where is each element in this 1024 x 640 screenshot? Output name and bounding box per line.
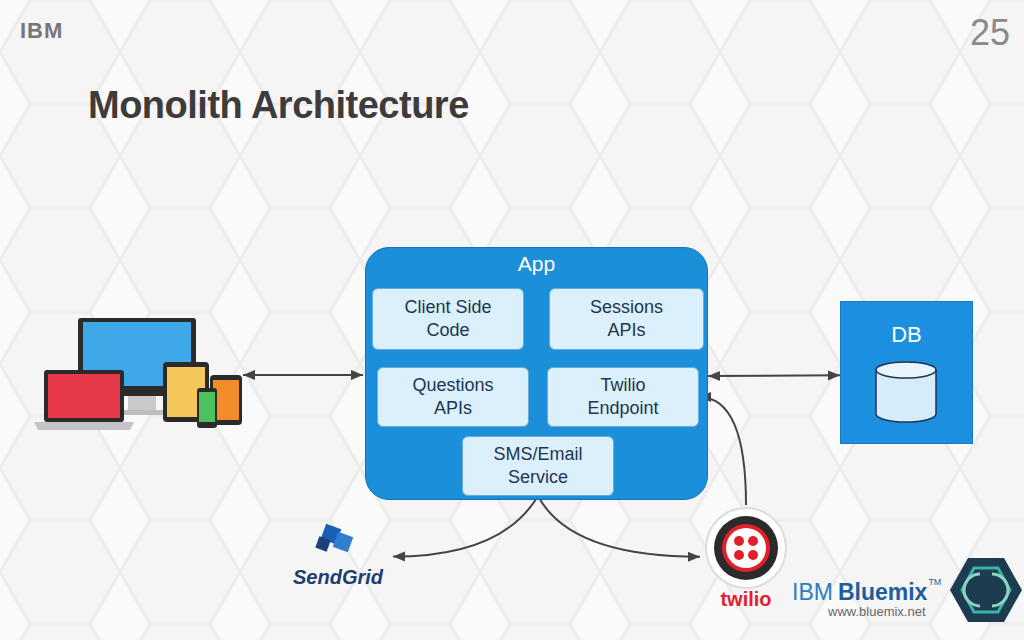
node-label: SMS/Email Service bbox=[484, 443, 592, 489]
slide-title: Monolith Architecture bbox=[88, 84, 469, 127]
service-logo: SendGrid bbox=[283, 515, 393, 595]
component-box: Sessions APIs bbox=[549, 288, 704, 350]
app-container: AppClient Side Code Sessions APIsQuestion… bbox=[365, 247, 708, 500]
page-number: 25 bbox=[940, 12, 1010, 54]
twilio-icon bbox=[706, 508, 786, 588]
service-logo: twilio bbox=[700, 505, 792, 615]
devices-illustration bbox=[34, 318, 242, 430]
node-label: App bbox=[366, 248, 707, 276]
connector-arrow bbox=[393, 496, 538, 557]
component-box: Client Side Code bbox=[372, 288, 524, 350]
component-box: Twilio Endpoint bbox=[547, 367, 699, 427]
node-label: SendGrid bbox=[293, 566, 383, 595]
sendgrid-icon bbox=[315, 524, 353, 553]
node-label: Client Side Code bbox=[394, 296, 502, 342]
bluemix-logo bbox=[950, 558, 1022, 622]
node-label: twilio bbox=[720, 588, 771, 615]
brand-text: IBM bbox=[792, 579, 833, 606]
database-cylinder bbox=[876, 362, 936, 422]
company-logo: IBM bbox=[20, 18, 63, 44]
brand-text: Bluemix bbox=[838, 579, 927, 606]
component-box: SMS/Email Service bbox=[462, 436, 614, 496]
connector-arrow bbox=[708, 374, 840, 377]
node-label: Twilio Endpoint bbox=[569, 374, 677, 420]
database-box: DB bbox=[840, 301, 973, 444]
connector-arrow bbox=[538, 496, 700, 557]
device-connector bbox=[243, 374, 363, 376]
node-label: DB bbox=[841, 302, 972, 348]
node-label: Questions APIs bbox=[399, 374, 507, 420]
trademark-mark: TM bbox=[928, 577, 941, 587]
node-label: Sessions APIs bbox=[571, 296, 682, 342]
url-text: www.bluemix.net bbox=[828, 604, 926, 619]
component-box: Questions APIs bbox=[377, 367, 529, 427]
